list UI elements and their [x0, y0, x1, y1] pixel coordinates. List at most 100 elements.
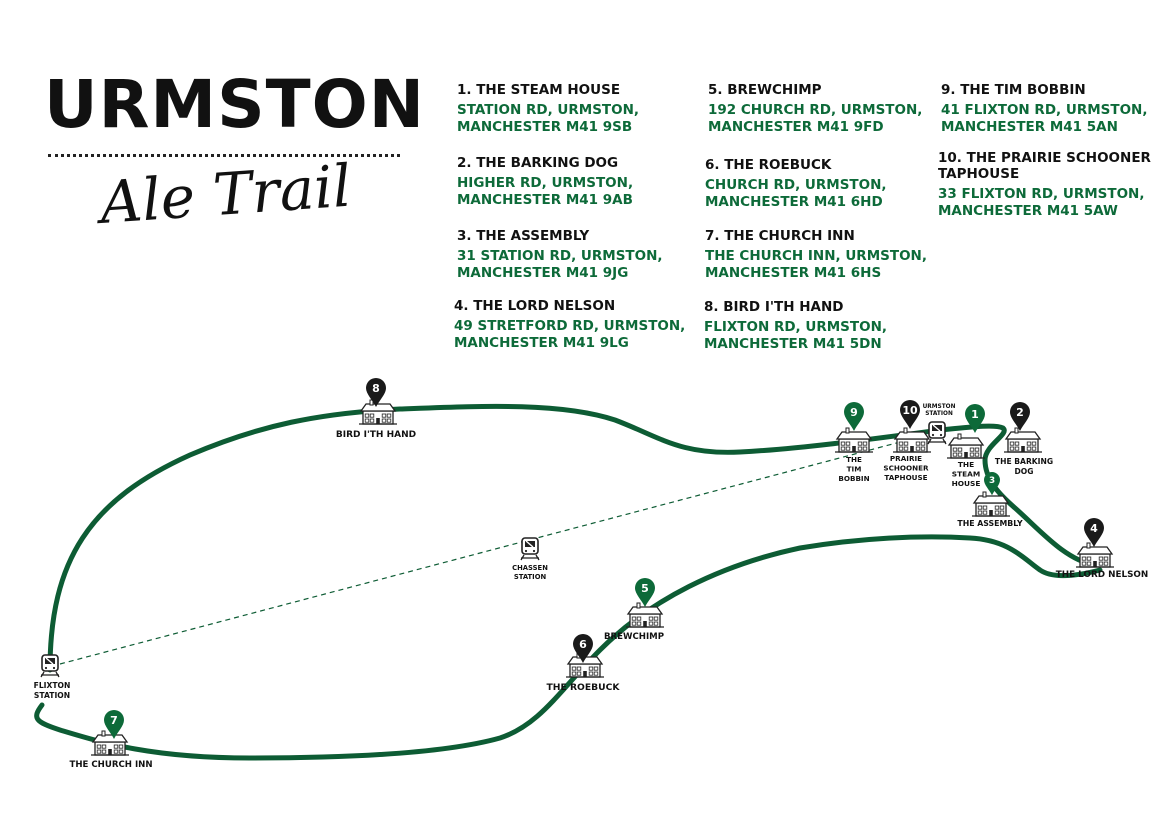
building-window: [982, 510, 988, 515]
building-window: [957, 447, 963, 452]
building-window: [903, 441, 909, 446]
marker-label: BREWCHIMP: [604, 632, 664, 642]
building-window: [857, 446, 863, 451]
pub-name: 2. THE BARKING DOG: [457, 155, 619, 171]
building-window: [1081, 561, 1087, 566]
building-window: [648, 621, 654, 626]
map-pin-icon[interactable]: 3: [984, 472, 1000, 496]
map-pin-icon[interactable]: 5: [635, 578, 655, 607]
pub-name: 1. THE STEAM HOUSE: [457, 82, 621, 98]
pin-number: 3: [989, 476, 995, 486]
building-roof: [1004, 431, 1042, 440]
pin-body: [635, 578, 655, 607]
map-pin-icon[interactable]: 7: [104, 710, 124, 739]
building-window: [364, 418, 370, 423]
building-window: [381, 418, 387, 423]
building-window: [631, 616, 637, 621]
train-rails: [927, 438, 947, 445]
building-window: [113, 744, 119, 749]
marker-label: THE ASSEMBLY: [957, 519, 1023, 528]
station-label: STATION: [34, 691, 70, 700]
station-label: STATION: [925, 411, 953, 417]
address-line: MANCHESTER M41 6HD: [705, 193, 883, 210]
building-roof: [359, 403, 397, 412]
station-label: CHASSEN: [512, 564, 548, 572]
pub-building-icon: [91, 730, 129, 756]
map-pin-icon[interactable]: 9: [844, 402, 864, 431]
building-window: [576, 671, 582, 676]
train-light: [931, 433, 935, 437]
rail-line-layer: [59, 431, 939, 665]
building-window: [96, 744, 102, 749]
building-window: [636, 621, 642, 626]
map-pin-icon[interactable]: 10: [900, 400, 920, 429]
pub-address: CHURCH RD, URMSTON,MANCHESTER M41 6HD: [705, 177, 945, 210]
building-window: [1098, 556, 1104, 561]
building-door: [910, 446, 914, 452]
map-pin-icon[interactable]: 4: [1084, 518, 1104, 547]
building-window: [915, 446, 921, 451]
marker-label: SCHOONER: [883, 464, 929, 473]
train-light: [524, 549, 528, 553]
address-line: MANCHESTER M41 9FD: [708, 118, 884, 135]
pub-building-icon: [947, 433, 985, 459]
marker-label: TAPHOUSE: [884, 473, 927, 482]
marker-label: BIRD I'TH HAND: [336, 430, 416, 440]
address-line: CHURCH RD, URMSTON,: [705, 177, 887, 193]
pin-number: 9: [850, 406, 858, 419]
address-line: MANCHESTER M41 9LG: [454, 334, 629, 351]
marker-label: TIM: [847, 465, 862, 474]
building-door: [583, 671, 587, 677]
pub-building-icon: [835, 427, 873, 453]
pin-number: 1: [971, 408, 979, 421]
map-pin-icon[interactable]: 8: [366, 378, 386, 407]
station-label: STATION: [514, 573, 547, 581]
building-window: [994, 510, 1000, 515]
train-rails: [40, 671, 60, 678]
building-window: [862, 441, 868, 446]
building-window: [952, 452, 958, 457]
pub-entry: 1. THE STEAM HOUSE STATION RD, URMSTON,MA…: [457, 82, 697, 135]
marker-label: THE BARKING: [995, 457, 1053, 466]
map-pin-icon[interactable]: 2: [1010, 402, 1030, 431]
address-line: 192 CHURCH RD, URMSTON,: [708, 102, 923, 118]
pin-body: [1010, 402, 1030, 431]
pub-building-icon: [1076, 542, 1114, 568]
pub-name: 8. BIRD I'TH HAND: [704, 299, 844, 315]
building-chimney: [982, 491, 987, 498]
building-window: [1081, 556, 1087, 561]
building-window: [974, 452, 980, 457]
pin-body: [844, 402, 864, 431]
map-pin-icon[interactable]: 1: [965, 404, 985, 433]
building-chimney: [369, 399, 374, 406]
train-light: [52, 666, 56, 670]
pub-address: STATION RD, URMSTON,MANCHESTER M41 9SB: [457, 102, 697, 135]
building-roof: [893, 431, 931, 440]
pin-body: [965, 404, 985, 433]
building-window: [381, 413, 387, 418]
map-pin-icon[interactable]: 6: [573, 634, 593, 663]
station-label: FLIXTON: [34, 681, 71, 690]
building-window: [957, 452, 963, 457]
building-window: [1031, 441, 1037, 446]
pin-body: [573, 634, 593, 663]
address-line: FLIXTON RD, URMSTON,: [704, 319, 887, 335]
pin-body: [104, 710, 124, 739]
pub-name: 4. THE LORD NELSON: [454, 298, 616, 314]
building-window: [840, 441, 846, 446]
